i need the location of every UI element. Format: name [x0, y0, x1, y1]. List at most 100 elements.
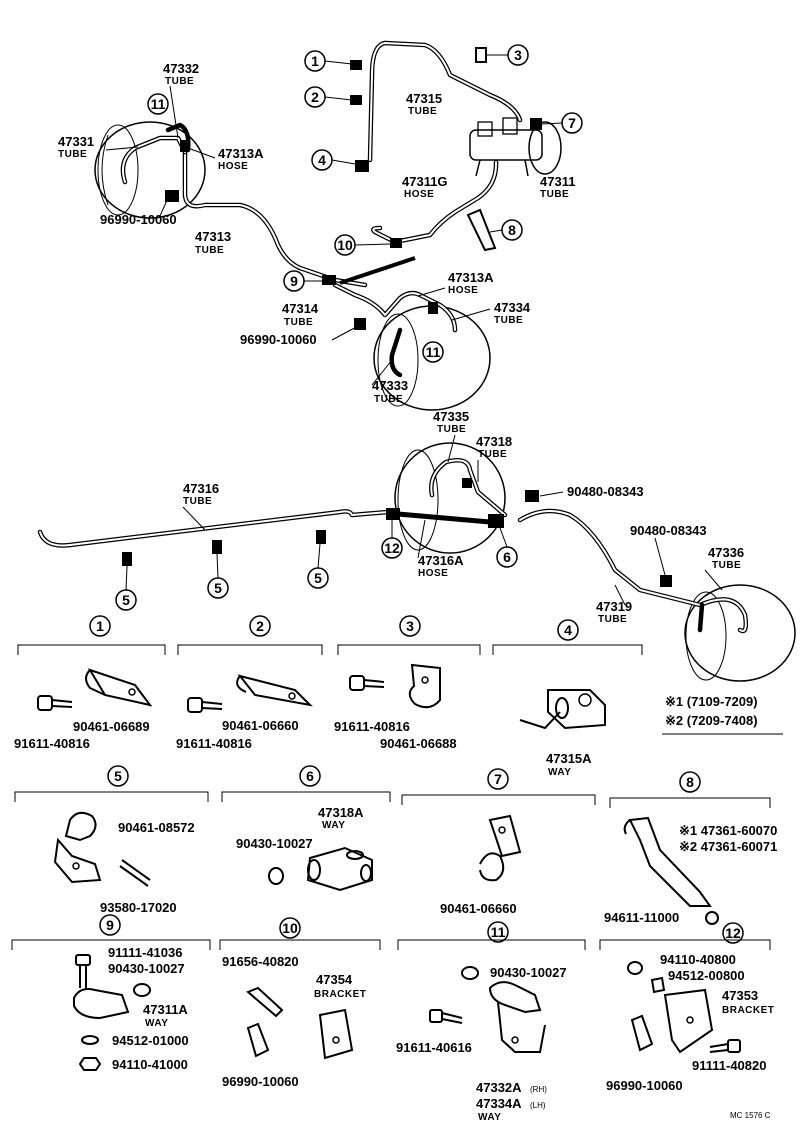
- label-96990-right: 96990-10060: [240, 332, 317, 347]
- detail-2-drawing: [187, 674, 313, 713]
- label-47318: 47318: [476, 434, 512, 449]
- label-47311-type: TUBE: [540, 189, 569, 200]
- detail-9-part-a: 91111-41036: [108, 945, 182, 960]
- label-47311: 47311: [540, 174, 575, 189]
- detail-11-drawing: [429, 966, 546, 1053]
- front-small-fittings: [165, 47, 542, 330]
- label-90480-a: 90480-08343: [567, 484, 644, 499]
- detail-1-title: 1: [96, 618, 104, 634]
- detail-4-drawing: [519, 689, 606, 730]
- tube-47311: [371, 159, 499, 245]
- label-47313: 47313: [195, 229, 231, 244]
- legend-2: ※2 (7209-7408): [665, 713, 758, 728]
- hose-47316A: [397, 511, 491, 525]
- callout-9: 9: [290, 273, 298, 289]
- detail-brackets-row1: [17, 615, 643, 655]
- rear-right-brake-drum: [684, 584, 796, 682]
- detail-9-type: WAY: [145, 1018, 168, 1029]
- callout-4: 4: [318, 152, 326, 168]
- label-47313A-right-type: HOSE: [448, 285, 478, 296]
- rear-left-brake-drum: [394, 442, 506, 554]
- label-96990-left: 96990-10060: [100, 212, 177, 227]
- callout-2: 2: [311, 89, 319, 105]
- label-47332: 47332: [163, 61, 199, 76]
- detail-6-title: 6: [306, 768, 314, 784]
- detail-11-part-a: 90430-10027: [490, 965, 567, 980]
- detail-3-part-a: 91611-40816: [334, 719, 410, 734]
- detail-11-rh: (RH): [530, 1085, 547, 1094]
- detail-4-type: WAY: [548, 767, 571, 778]
- detail-6-drawing: [268, 846, 373, 892]
- label-47336-type: TUBE: [712, 560, 741, 571]
- detail-6-part-a: 90430-10027: [236, 836, 313, 851]
- tube-47315: [367, 40, 523, 163]
- detail-1-part-b: 91611-40816: [14, 736, 90, 751]
- detail-11-part-b: 91611-40616: [396, 1040, 472, 1055]
- tube-47335-47318: [429, 458, 508, 518]
- tube-47316: [37, 509, 391, 548]
- label-47319: 47319: [596, 599, 632, 614]
- detail-4-title: 4: [564, 622, 572, 638]
- detail-9-num: 47311A: [143, 1002, 188, 1017]
- label-47315: 47315: [406, 91, 442, 106]
- label-47316A-type: HOSE: [418, 568, 448, 579]
- callout-3: 3: [514, 47, 522, 63]
- detail-2-part-a: 90461-06660: [222, 718, 299, 733]
- detail-11-num-rh: 47332A: [476, 1080, 522, 1095]
- detail-11-lh: (LH): [530, 1101, 546, 1110]
- detail-2-part-b: 91611-40816: [176, 736, 252, 751]
- rear-small-fittings: [122, 478, 672, 587]
- detail-12-part-c: 91111-40820: [692, 1058, 766, 1073]
- label-47333: 47333: [372, 378, 408, 393]
- label-47315-type: TUBE: [408, 106, 437, 117]
- detail-10-part-b: 96990-10060: [222, 1074, 299, 1089]
- label-47334: 47334: [494, 300, 531, 315]
- detail-1-part-a: 90461-06689: [73, 719, 150, 734]
- master-cylinder: [469, 117, 562, 177]
- detail-10-type: BRACKET: [314, 989, 366, 1000]
- detail-9-part-b: 90430-10027: [108, 961, 185, 976]
- detail-8-drawing: [623, 816, 719, 925]
- label-47332-type: TUBE: [165, 76, 194, 87]
- label-47314: 47314: [282, 301, 319, 316]
- detail-1-drawing: [37, 668, 153, 711]
- detail-3-drawing: [349, 663, 441, 709]
- label-47313-type: TUBE: [195, 245, 224, 256]
- hose-47311G-lines: [339, 256, 416, 285]
- detail-10-part-a: 91656-40820: [222, 954, 299, 969]
- callout-5-a: 5: [122, 592, 130, 608]
- detail-12-part-a: 94110-40800: [660, 952, 736, 967]
- detail-9-drawing: [73, 954, 151, 1071]
- detail-9-title: 9: [106, 917, 114, 933]
- detail-2-title: 2: [256, 618, 264, 634]
- front-left-brake-drum: [94, 121, 206, 219]
- detail-12-type: BRACKET: [722, 1005, 774, 1016]
- detail-5-part-b: 93580-17020: [100, 900, 177, 915]
- detail-12-part-d: 96990-10060: [606, 1078, 683, 1093]
- footer-code: MC 1576 C: [730, 1111, 771, 1120]
- detail-5-part-a: 90461-08572: [118, 820, 195, 835]
- detail-5-title: 5: [114, 768, 122, 784]
- callout-5-c: 5: [314, 570, 322, 586]
- detail-8-part-a: ※1 47361-60070: [679, 823, 777, 838]
- detail-5-drawing: [53, 811, 151, 887]
- detail-10-drawing: [246, 986, 354, 1060]
- detail-12-drawing: [627, 961, 741, 1054]
- label-47318-type: TUBE: [478, 449, 507, 460]
- label-47335-type: TUBE: [437, 424, 466, 435]
- tube-47319-47336: [517, 508, 749, 634]
- detail-brackets-row2: [14, 765, 771, 808]
- label-47313A-left-type: HOSE: [218, 161, 248, 172]
- callout-1: 1: [311, 53, 319, 69]
- detail-3-title: 3: [406, 618, 414, 634]
- detail-3-part-b: 90461-06688: [380, 736, 457, 751]
- callout-10: 10: [337, 237, 353, 253]
- detail-8-part-c: 94611-11000: [604, 910, 679, 925]
- detail-10-num: 47354: [316, 972, 353, 987]
- label-47316-type: TUBE: [183, 496, 212, 507]
- detail-8-title: 8: [686, 774, 694, 790]
- detail-7-part-a: 90461-06660: [440, 901, 517, 916]
- callout-11-left: 11: [151, 96, 166, 112]
- detail-brackets-row3: [11, 914, 771, 950]
